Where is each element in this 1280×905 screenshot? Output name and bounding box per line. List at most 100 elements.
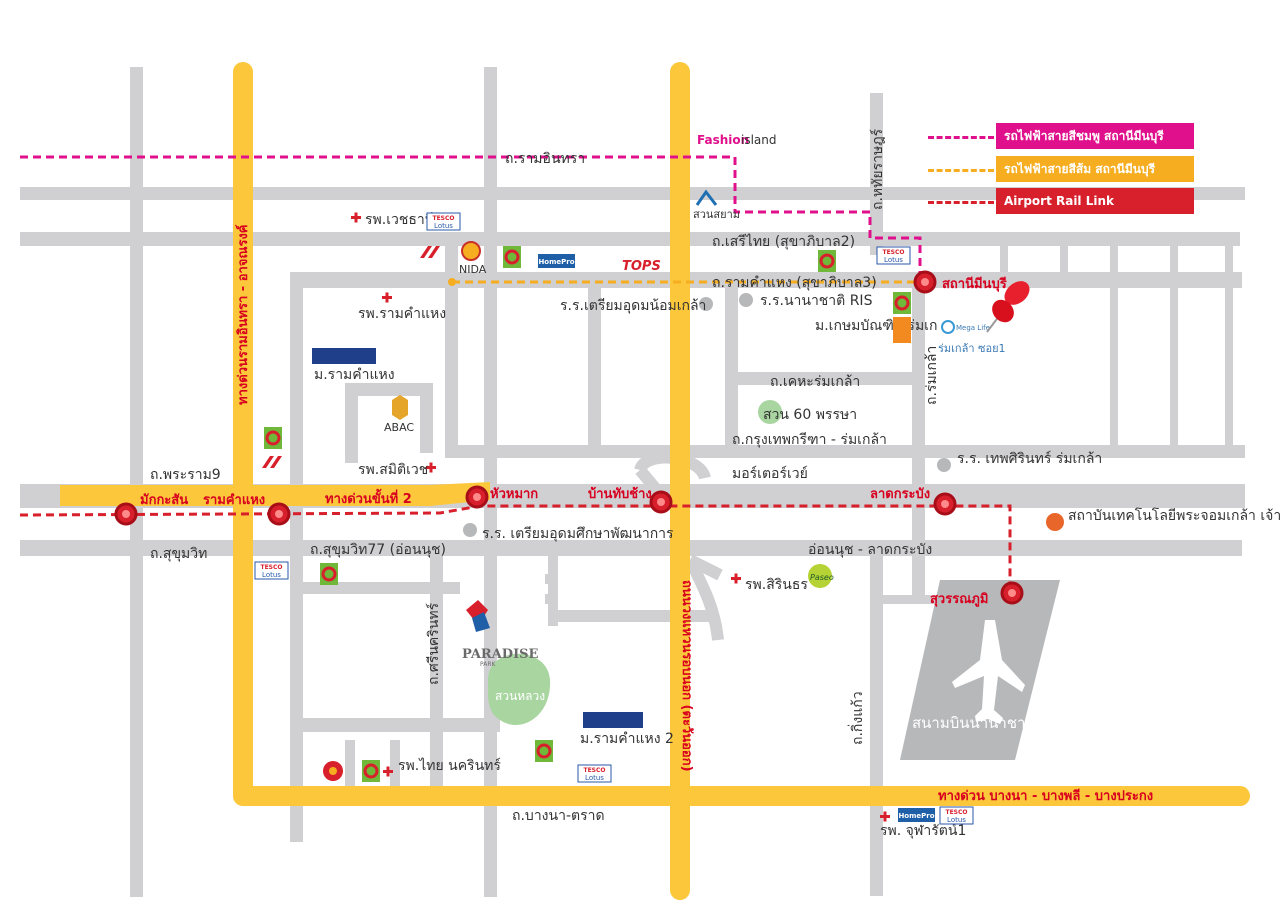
svg-text:Lotus: Lotus	[434, 222, 453, 230]
thepsirin: ร.ร. เทพศิรินทร์ ร่มเกล้า	[957, 450, 1102, 467]
svg-text:NIDA: NIDA	[459, 263, 487, 276]
store-mark-icon	[262, 246, 440, 468]
road-seri-thai: ถ.เสรีไทย (สุขาภิบาล2)	[712, 233, 855, 250]
svg-text:Fashion: Fashion	[697, 133, 749, 147]
station-makkasan[interactable]	[114, 502, 138, 526]
road-srinakarin: ถ.ศรีนครินทร์	[425, 602, 442, 685]
road-bangna-expressway: ทางด่วน บางนา - บางพลี - บางประกง	[938, 788, 1153, 804]
paseo-logo: Paseo	[808, 564, 834, 588]
svg-text:HomePro: HomePro	[538, 258, 574, 266]
svg-text:Lotus: Lotus	[884, 256, 903, 264]
legend-orange-label: รถไฟฟ้าสายสีส้ม สถานีมีนบุรี	[996, 156, 1194, 182]
road-bangna-trat: ถ.บางนา-ตราด	[512, 808, 605, 824]
airport-name: สนามบินนานาชาติ สุวรรณภูมิ	[912, 714, 1107, 733]
homepro-badge: HomePro HomePro	[538, 254, 935, 822]
svg-text:TESCO: TESCO	[583, 767, 605, 774]
legend-airport-swatch	[928, 201, 994, 204]
sun-logo-icon	[323, 761, 343, 781]
road-sukhumvit77: ถ.สุขุมวิท77 (อ่อนนุช)	[310, 542, 446, 558]
road-ramkhamhaeng: ถ.รามคำแหง (สุขาภิบาล3)	[712, 275, 877, 291]
label-ban-thap-chang: บ้านทับช้าง	[588, 486, 652, 502]
label-suvarnabhumi: สุวรรณภูมิ	[930, 592, 988, 607]
svg-text:TESCO: TESCO	[945, 809, 967, 816]
svg-text:สวนสยาม: สวนสยาม	[693, 208, 740, 221]
project-label: ร่มเกล้า ซอย1	[938, 342, 1006, 355]
paradise-park-logo: PARADISE PARK	[462, 600, 539, 668]
svg-text:ABAC: ABAC	[384, 421, 414, 434]
svg-text:HomePro: HomePro	[898, 812, 934, 820]
pink-line	[20, 155, 922, 280]
svg-text:island: island	[741, 133, 777, 147]
road-ram-intra: ถ.รามอินทรา	[505, 151, 585, 167]
svg-text:สถาบันเทคโนโลยีพระจอมเกล้า เจ้: สถาบันเทคโนโลยีพระจอมเกล้า เจ้าคุณทหารลา…	[1068, 507, 1280, 524]
station-ban-thap-chang[interactable]	[649, 490, 673, 514]
triam-nomklao: ร.ร.เตรียมอุดมน้อมเกล้า	[560, 298, 706, 314]
svg-text:PARADISE: PARADISE	[462, 647, 539, 662]
svg-text:TESCO: TESCO	[432, 215, 454, 222]
road-kingkaew: ถ.กิ่งแก้ว	[848, 691, 866, 745]
svg-text:Lotus: Lotus	[585, 774, 604, 782]
road-motorway: มอร์เตอร์เวย์	[732, 465, 808, 482]
road-khehar: ถ.เคหะร่มเกล้า	[770, 374, 860, 390]
legend-orange-line: รถไฟฟ้าสายสีส้ม สถานีมีนบุรี	[928, 156, 1246, 184]
svg-text:Lotus: Lotus	[262, 571, 281, 579]
nida-logo: NIDA	[459, 241, 487, 276]
station-minburi[interactable]	[913, 270, 937, 294]
stations	[114, 270, 1024, 605]
label-minburi: สถานีมีนบุรี	[942, 276, 1007, 292]
location-pin-icon	[986, 281, 1030, 333]
road-hathairat: ถ.หทัยราษฎร์	[869, 128, 886, 210]
svg-text:TESCO: TESCO	[882, 249, 904, 256]
ru-logo	[312, 348, 643, 728]
kmitl-logo: สถาบันเทคโนโลยีพระจอมเกล้า เจ้าคุณทหารลา…	[1046, 507, 1280, 531]
legend-pink-label: รถไฟฟ้าสายสีชมพู สถานีมีนบุรี	[996, 123, 1194, 149]
park-60-pansa	[758, 400, 782, 424]
ris-school: ร.ร.นานาชาติ RIS	[760, 293, 873, 309]
hospital-icon	[351, 212, 890, 822]
label-lat-krabang: ลาดกระบัง	[870, 487, 930, 502]
legend-pink-swatch	[928, 136, 994, 139]
dotted-roads	[545, 574, 552, 604]
label-makkasan: มักกะสัน	[140, 493, 188, 508]
triam-pattanakarn: ร.ร. เตรียมอุดมศึกษาพัฒนาการ	[482, 526, 674, 542]
legend-orange-swatch	[928, 169, 994, 172]
orange-line-end	[448, 278, 456, 286]
road-expressway-2: ทางด่วนขั้นที่ 2	[325, 488, 412, 507]
road-sukhumvit: ถ.สุขุมวิท	[150, 546, 207, 562]
project-location[interactable]: Mega Life ร่มเกล้า ซอย1	[938, 316, 1006, 358]
fashion-island-logo: Fashion island	[697, 133, 777, 147]
expressways	[60, 62, 1250, 900]
svg-text:Paseo: Paseo	[810, 573, 834, 582]
suan-luang-park	[487, 653, 551, 726]
ru: ม.รามคำแหง	[314, 367, 395, 383]
road-krungthep-kreetha: ถ.กรุงเทพกรีฑา - ร่มเกล้า	[732, 432, 887, 448]
station-suvarnabhumi[interactable]	[1000, 581, 1024, 605]
project-logo: Mega Life	[956, 324, 990, 332]
rp-chularat: รพ. จุฬารัตน์1	[880, 822, 966, 839]
suan-luang: สวนหลวง ร.9	[495, 689, 567, 703]
airplane-icon	[952, 620, 1025, 724]
park-60: สวน 60 พรรษา	[763, 407, 857, 423]
station-huamak[interactable]	[465, 485, 489, 509]
rp-vejthani: รพ.เวชธานี	[365, 212, 435, 228]
siam-park-logo: สวนสยาม	[693, 189, 740, 221]
school-dot-icon	[463, 293, 951, 537]
svg-text:TESCO: TESCO	[260, 564, 282, 571]
abac-logo: ABAC	[384, 395, 414, 434]
tops-logo: TOPS	[622, 259, 661, 274]
road-onnut-latkrabang: อ่อนนุช - ลาดกระบัง	[808, 542, 932, 558]
road-romklao: ถ.ร่มเกล้า	[924, 346, 940, 405]
rp-samitivej: รพ.สมิติเวช	[358, 462, 428, 478]
bigc-badge	[264, 246, 911, 782]
legend-airport-link: Airport Rail Link	[928, 188, 1246, 216]
road-outer-ring: ถนนวงแหวนรอบนอก (ตะวันออก)	[679, 580, 694, 772]
station-ramkhamhaeng[interactable]	[267, 502, 291, 526]
road-rama9: ถ.พระราม9	[150, 467, 221, 483]
label-huamak: หัวหมาก	[490, 487, 538, 502]
legend-airport-label: Airport Rail Link	[996, 188, 1194, 214]
station-lat-krabang[interactable]	[933, 492, 957, 516]
label-ramkhamhaeng: รามคำแหง	[203, 492, 265, 508]
svg-text:Lotus: Lotus	[947, 816, 966, 824]
